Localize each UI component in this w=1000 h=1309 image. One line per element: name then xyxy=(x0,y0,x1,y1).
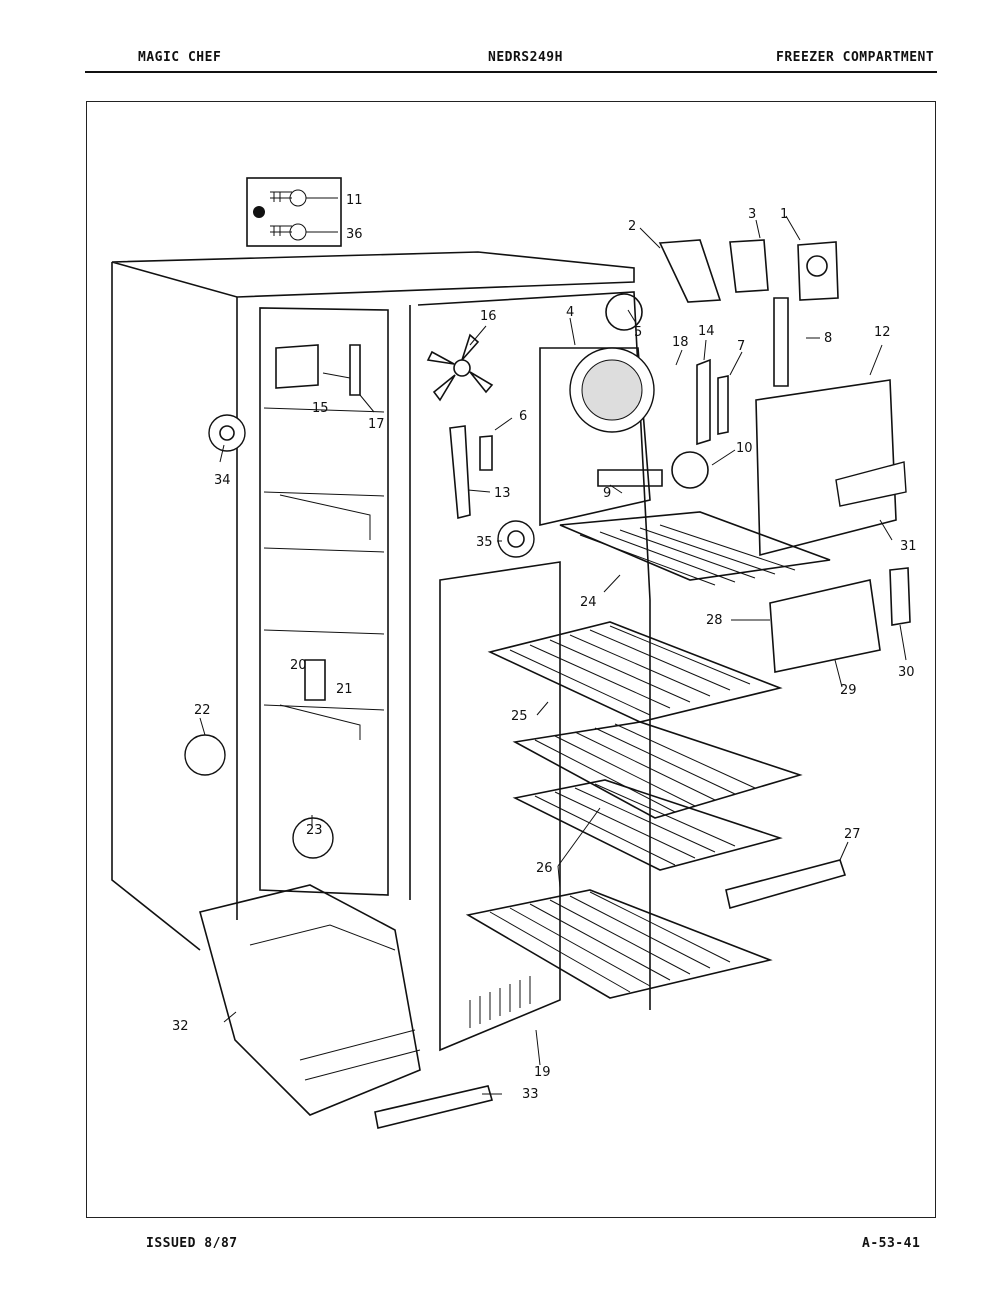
page-code: A-53-41 xyxy=(862,1236,921,1251)
upper-components xyxy=(184,239,911,1129)
callout-18: 18 xyxy=(672,335,689,350)
callout-14: 14 xyxy=(698,324,715,339)
callout-33: 33 xyxy=(522,1087,539,1102)
issued-date: ISSUED 8/87 xyxy=(146,1236,238,1251)
callout-12: 12 xyxy=(874,325,891,340)
callout-27: 27 xyxy=(844,827,861,842)
cabinet xyxy=(111,251,651,1010)
callout-35: 35 xyxy=(476,535,493,550)
callout-21: 21 xyxy=(336,682,353,697)
header-rule xyxy=(85,71,937,73)
callout-36: 36 xyxy=(346,227,363,242)
callout-28: 28 xyxy=(706,613,723,628)
callout-1: 1 xyxy=(780,207,788,222)
callout-24: 24 xyxy=(580,595,597,610)
callout-17: 17 xyxy=(368,417,385,432)
callout-31: 31 xyxy=(900,539,917,554)
callout-26: 26 xyxy=(536,861,553,876)
callout-29: 29 xyxy=(840,683,857,698)
inset-key-box xyxy=(246,177,342,247)
freezer-bin xyxy=(199,884,421,1116)
callout-22: 22 xyxy=(194,703,211,718)
callout-30: 30 xyxy=(898,665,915,680)
callout-8: 8 xyxy=(824,331,832,346)
callout-16: 16 xyxy=(480,309,497,324)
callout-13: 13 xyxy=(494,486,511,501)
callout-6: 6 xyxy=(519,409,527,424)
callout-25: 25 xyxy=(511,709,528,724)
callout-34: 34 xyxy=(214,473,231,488)
leader-lines xyxy=(199,197,907,1095)
callout-15: 15 xyxy=(312,401,329,416)
model-number: NEDRS249H xyxy=(488,50,563,65)
callout-labels: 1 2 3 4 5 6 7 8 9 10 11 12 13 14 15 16 1… xyxy=(172,193,917,1102)
rear-panel xyxy=(439,561,561,1052)
brand-label: MAGIC CHEF xyxy=(138,50,222,65)
section-title: FREEZER COMPARTMENT xyxy=(776,50,935,65)
callout-19: 19 xyxy=(534,1065,551,1080)
callout-11: 11 xyxy=(346,193,363,208)
callout-7: 7 xyxy=(737,339,745,354)
callout-2: 2 xyxy=(628,219,636,234)
callout-4: 4 xyxy=(566,305,574,320)
callout-10: 10 xyxy=(736,441,753,456)
diagram-frame xyxy=(86,101,936,1218)
callout-20: 20 xyxy=(290,658,307,673)
callout-32: 32 xyxy=(172,1019,189,1034)
callout-5: 5 xyxy=(634,325,642,340)
callout-3: 3 xyxy=(748,207,756,222)
callout-9: 9 xyxy=(603,486,611,501)
shelves xyxy=(465,511,831,999)
callout-23: 23 xyxy=(306,823,323,838)
